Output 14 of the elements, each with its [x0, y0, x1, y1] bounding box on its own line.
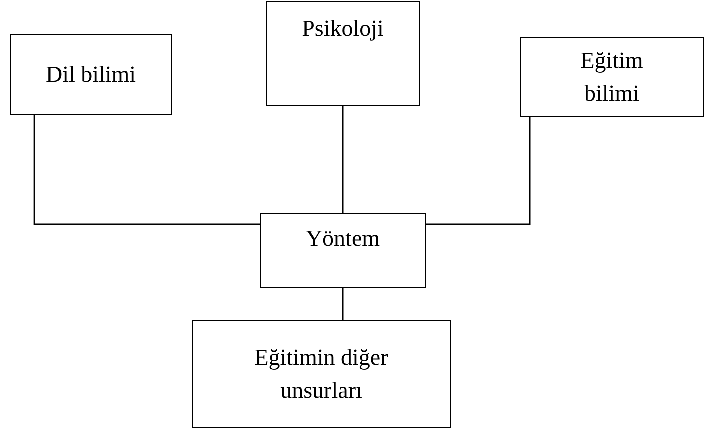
connector-line — [342, 106, 344, 213]
box-label: Yöntem — [306, 225, 380, 253]
concept-box — [10, 34, 172, 115]
box-label: Dil bilimi — [46, 60, 136, 89]
box-label: Psikoloji — [302, 15, 384, 43]
connector-line — [342, 288, 344, 320]
connector-line — [34, 115, 260, 226]
concept-box — [260, 213, 426, 288]
concept-box — [192, 320, 451, 428]
connector-line — [426, 117, 531, 226]
concept-box — [520, 37, 704, 117]
box-label: Eğitim bilimi — [580, 46, 644, 108]
box-label: Eğitimin diğer unsurları — [254, 344, 390, 405]
concept-box — [266, 1, 420, 106]
